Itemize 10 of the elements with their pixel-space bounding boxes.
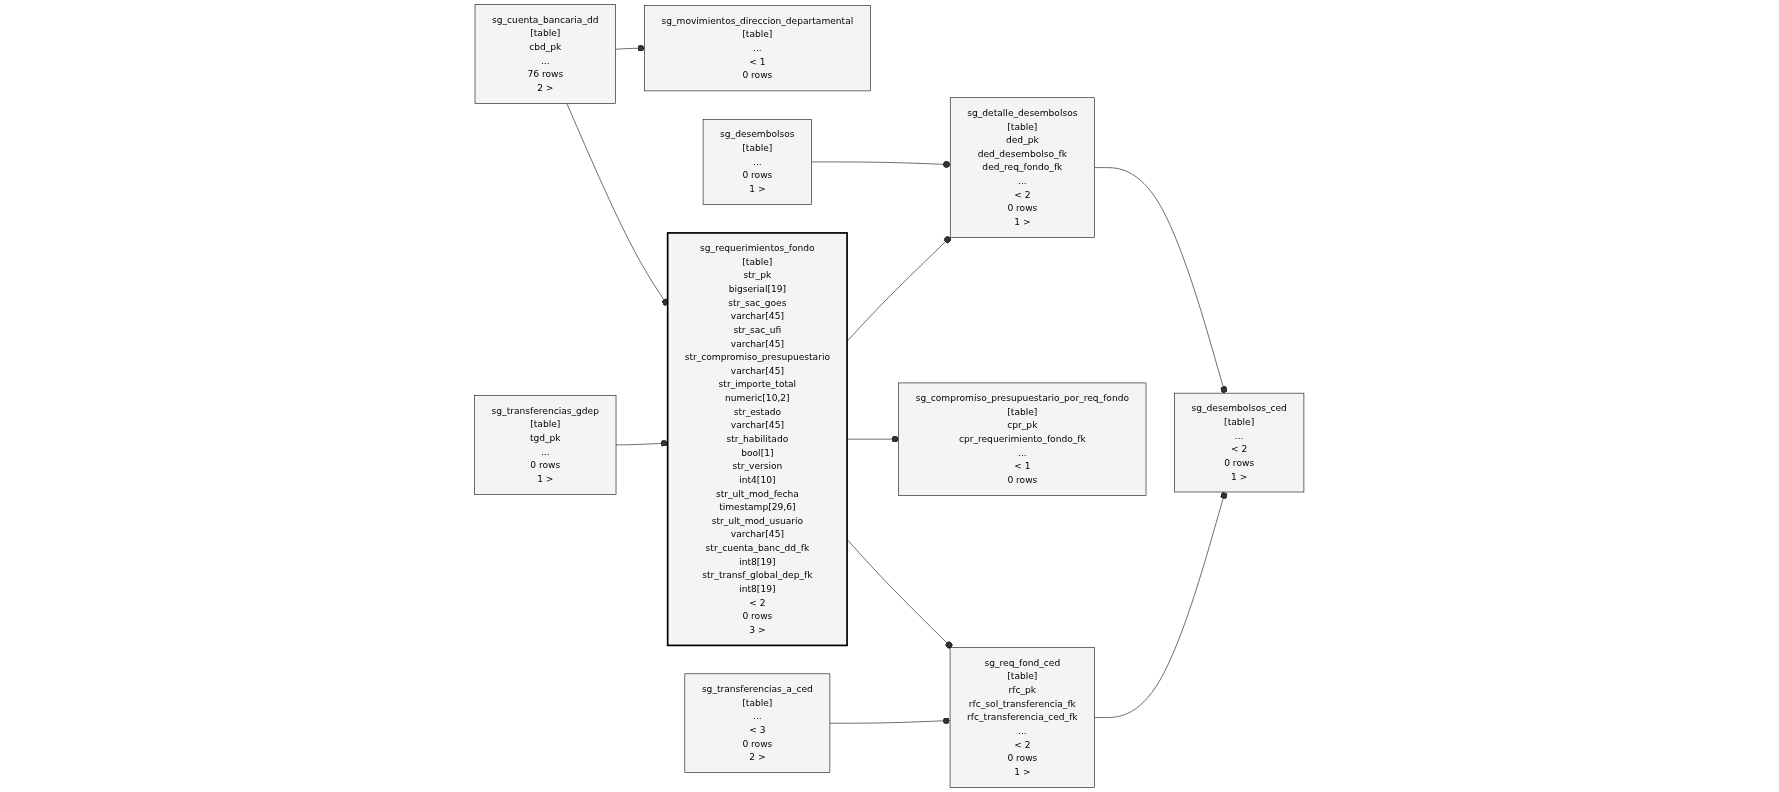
- node-box: sg_requerimientos_fondo [table] str_pk bigserial[19] str_sac_goes varchar[45] str_sac_ufi varchar[45] str_compromiso_presupuestario varchar[45] str_importe_total numeric[10,2] str_estado varchar[45] str_habilitado bool[1] str_version int4[10] str_ult_mod_fecha timestamp[29,6] str_ult_mod_usuario varchar[45] str_cuenta_banc_dd_fk int8[19] str_transf_global_dep_fk int8[19] < 2 0 rows 3 >: [667, 232, 849, 647]
- node-box: sg_cuenta_bancaria_dd [table] cbd_pk ... 76 rows 2 >: [475, 4, 617, 104]
- node-box: sg_movimientos_direccion_departamental [table] ... < 1 0 rows: [644, 5, 871, 92]
- node-box: sg_desembolsos [table] ... 0 rows 1 >: [703, 119, 813, 205]
- node-box: sg_detalle_desembolsos [table] ded_pk ded_desembolso_fk ded_req_fondo_fk ... < 2 0 rows 1 >: [950, 97, 1096, 238]
- node-box: sg_desembolsos_ced [table] ... < 2 0 rows 1 >: [1174, 392, 1305, 493]
- node-box: sg_transferencias_a_ced [table] ... < 3 0 rows 2 >: [684, 673, 831, 773]
- node-box: sg_req_fond_ced [table] rfc_pk rfc_sol_transferencia_fk rfc_transferencia_ced_fk ... < 2 0 rows 1 >: [950, 647, 1096, 788]
- node-box: sg_compromiso_presupuestario_por_req_fondo [table] cpr_pk cpr_requerimiento_fondo_fk ... < 1 0 rows: [898, 382, 1147, 496]
- node-box: sg_transferencias_gdep [table] tgd_pk ... 0 rows 1 >: [474, 395, 617, 495]
